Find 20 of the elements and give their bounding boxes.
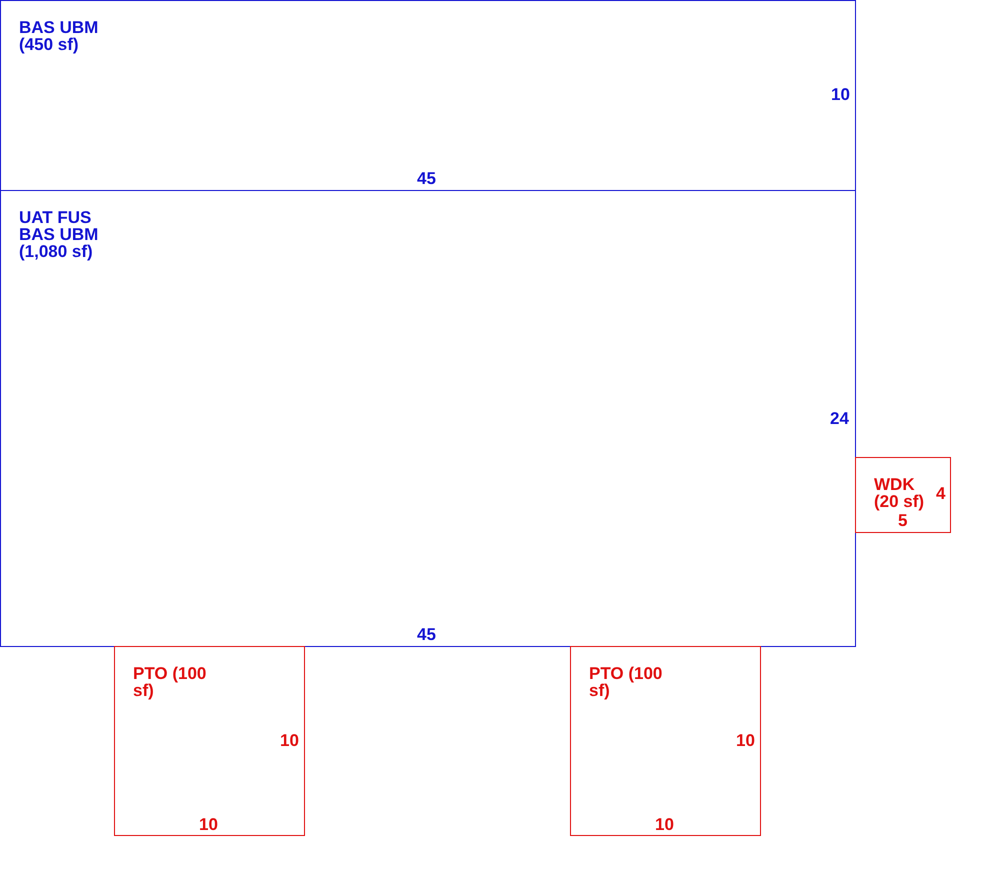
room-outline: [0, 0, 856, 191]
room-label: PTO (100 sf): [133, 665, 208, 699]
room-label: UAT FUS BAS UBM (1,080 sf): [19, 209, 99, 260]
room-outline: [855, 457, 951, 533]
dimension-label: 10: [831, 86, 850, 103]
room-outline: [0, 190, 856, 647]
room-label: WDK (20 sf): [874, 476, 926, 510]
dimension-label: 10: [280, 732, 299, 749]
room-label: BAS UBM (450 sf): [19, 19, 99, 53]
room-outline: [114, 646, 305, 836]
dimension-label: 10: [199, 816, 218, 833]
dimension-label: 45: [417, 170, 436, 187]
room-outline: [570, 646, 761, 836]
room-label: PTO (100 sf): [589, 665, 664, 699]
dimension-label: 10: [655, 816, 674, 833]
dimension-label: 10: [736, 732, 755, 749]
dimension-label: 4: [936, 485, 946, 502]
dimension-label: 24: [830, 410, 849, 427]
dimension-label: 5: [898, 512, 908, 529]
dimension-label: 45: [417, 626, 436, 643]
